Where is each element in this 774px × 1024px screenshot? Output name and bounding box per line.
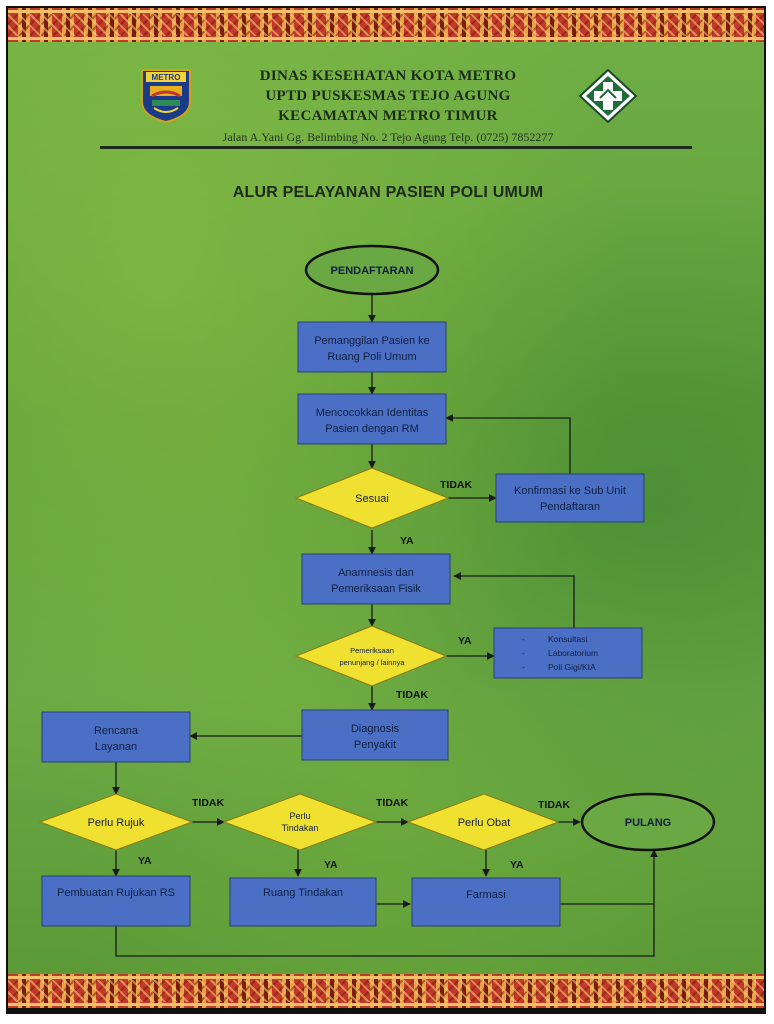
poster: METRO DINAS KESEHATAN KOTA METRO UPTD PU…	[6, 6, 766, 1014]
node-pendaftaran: PENDAFTARAN	[304, 244, 440, 296]
node-diagnosis: Diagnosis Penyakit	[301, 709, 449, 761]
rencana-line-1: Rencana	[94, 725, 139, 737]
konfirmasi-line-2: Pendaftaran	[540, 501, 600, 513]
edge-layanan-anamnesis	[453, 572, 575, 628]
diagnosis-line-2: Penyakit	[354, 739, 396, 751]
node-mencocokkan: Mencocokkan Identitas Pasien dengan RM	[297, 393, 447, 445]
perlu-rujuk-label: Perlu Rujuk	[88, 817, 145, 829]
label-ya-sesuai: YA	[400, 535, 414, 547]
layanan-bullet-3: -	[522, 662, 525, 672]
decorative-band-bottom	[8, 974, 764, 1008]
anamnesis-line-2: Pemeriksaan Fisik	[331, 583, 421, 595]
rencana-line-2: Layanan	[95, 741, 137, 753]
rujukan-label: Pembuatan Rujukan RS	[57, 887, 175, 899]
node-rencana: Rencana Layanan	[41, 711, 191, 763]
label-ya-tindakan: YA	[324, 859, 338, 871]
sesuai-label: Sesuai	[355, 493, 389, 505]
label-ya-obat: YA	[510, 859, 524, 871]
connectors	[112, 294, 658, 957]
edge-konfirmasi-mencocokkan	[445, 414, 571, 474]
pendaftaran-label: PENDAFTARAN	[331, 265, 414, 277]
node-sesuai: Sesuai	[294, 467, 450, 529]
puskesmas-logo-icon	[578, 68, 638, 124]
penunjang-line-1: Pemeriksaan	[350, 646, 394, 655]
perlu-tindakan-line-2: Tindakan	[282, 823, 319, 833]
perlu-obat-label: Perlu Obat	[458, 817, 511, 829]
header-line-3: KECAMATAN METRO TIMUR	[278, 108, 498, 124]
diagnosis-line-1: Diagnosis	[351, 723, 400, 735]
header-divider	[100, 146, 692, 149]
konfirmasi-line-1: Konfirmasi ke Sub Unit	[514, 485, 626, 497]
layanan-bullet-1: -	[522, 634, 525, 644]
mencocokkan-line-1: Mencocokkan Identitas	[316, 407, 429, 419]
node-penunjang: Pemeriksaan penunjang / lainnya	[294, 625, 448, 687]
kota-metro-logo-icon: METRO	[141, 69, 191, 124]
perlu-tindakan-line-1: Perlu	[289, 811, 310, 821]
pemanggilan-line-1: Pemanggilan Pasien ke	[314, 335, 430, 347]
label-tidak-tindakan: TIDAK	[376, 797, 408, 809]
layanan-item-2: Laboratorium	[548, 648, 598, 658]
node-perlu-obat: Perlu Obat	[406, 793, 560, 851]
header-address: Jalan A.Yani Gg. Belimbing No. 2 Tejo Ag…	[222, 130, 554, 144]
node-layanan-list: - Konsultasi - Laboratorium - Poli Gigi/…	[493, 627, 643, 679]
page-title: ALUR PELAYANAN PASIEN POLI UMUM	[232, 184, 544, 201]
header-line-1: DINAS KESEHATAN KOTA METRO	[259, 68, 517, 84]
header-line-2: UPTD PUSKESMAS TEJO AGUNG	[265, 88, 511, 104]
farmasi-label: Farmasi	[466, 889, 506, 901]
logo-left-text: METRO	[152, 73, 181, 82]
node-perlu-tindakan: Perlu Tindakan	[222, 793, 378, 851]
anamnesis-line-1: Anamnesis dan	[338, 567, 414, 579]
label-ya-penunjang: YA	[458, 635, 472, 647]
edge-rujukan-pulang	[115, 849, 658, 957]
label-tidak-sesuai: TIDAK	[440, 479, 472, 491]
label-tidak-penunjang: TIDAK	[396, 689, 428, 701]
label-tidak-rujuk: TIDAK	[192, 797, 224, 809]
ruang-tindakan-label: Ruang Tindakan	[263, 887, 343, 899]
node-konfirmasi: Konfirmasi ke Sub Unit Pendaftaran	[495, 473, 645, 523]
layanan-item-1: Konsultasi	[548, 634, 587, 644]
edge-labels: TIDAK YA YA TIDAK TIDAK TIDAK TIDAK YA Y…	[138, 479, 570, 871]
poster-frame: METRO DINAS KESEHATAN KOTA METRO UPTD PU…	[8, 8, 764, 1012]
mencocokkan-line-2: Pasien dengan RM	[325, 423, 419, 435]
layanan-bullet-2: -	[522, 648, 525, 658]
node-pemanggilan: Pemanggilan Pasien ke Ruang Poli Umum	[297, 321, 447, 373]
node-ruang-tindakan: Ruang Tindakan	[229, 877, 377, 927]
layanan-item-3: Poli Gigi/KIA	[548, 662, 596, 672]
pemanggilan-line-2: Ruang Poli Umum	[327, 351, 416, 363]
decorative-band-top	[8, 8, 764, 42]
node-perlu-rujuk: Perlu Rujuk	[38, 793, 194, 851]
node-pulang: PULANG	[580, 792, 716, 852]
penunjang-line-2: penunjang / lainnya	[339, 658, 405, 667]
flowchart: PENDAFTARAN Pemanggilan Pasien ke Ruang …	[38, 244, 716, 957]
label-ya-rujuk: YA	[138, 855, 152, 867]
label-tidak-obat: TIDAK	[538, 799, 570, 811]
node-anamnesis: Anamnesis dan Pemeriksaan Fisik	[301, 553, 451, 605]
node-rujukan: Pembuatan Rujukan RS	[41, 875, 191, 927]
node-farmasi: Farmasi	[411, 877, 561, 927]
pulang-label: PULANG	[625, 817, 671, 829]
